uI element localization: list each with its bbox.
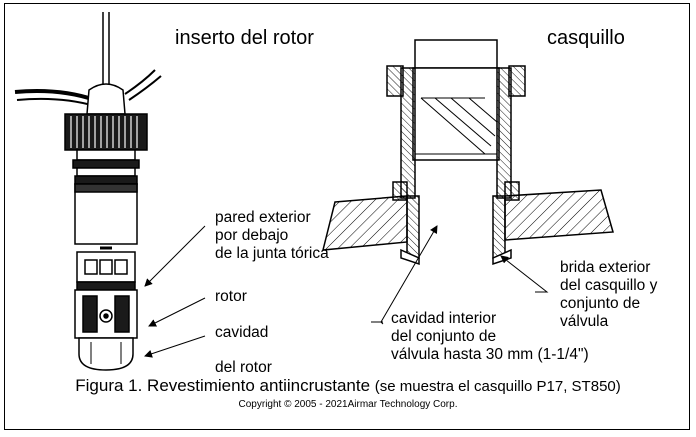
- housing-drawing: [322, 39, 614, 266]
- outer-flange-line-3: conjunto de: [560, 295, 641, 312]
- rotor-cavity-label-2: del rotor: [215, 359, 272, 376]
- copyright-text: Copyright © 2005 - 2021Airmar Technology…: [238, 399, 458, 410]
- rotor-insert-drawing: [14, 12, 162, 371]
- outer-flange-line-2: del casquillo y: [560, 277, 658, 294]
- illustration: [14, 12, 614, 371]
- inner-cavity-label: cavidad interior del conjunto de válvula…: [391, 310, 589, 364]
- outer-wall-label: pared exterior por debajo de la junta tó…: [215, 209, 329, 263]
- outer-flange-line-1: brida exterior: [560, 259, 651, 276]
- rotor-cavity-label-1: cavidad: [215, 324, 269, 341]
- outer-flange-line-4: válvula: [560, 313, 609, 330]
- inner-cavity-line-3: válvula hasta 30 mm (1-1/4"): [391, 346, 589, 363]
- rotor-label: rotor: [215, 288, 247, 305]
- outer-wall-line-1: pared exterior: [215, 209, 311, 226]
- figure-caption: Figura 1. Revestimiento antiincrustante …: [5, 376, 691, 396]
- rotor-insert-title: inserto del rotor: [175, 27, 314, 49]
- inner-cavity-line-1: cavidad interior: [391, 310, 497, 327]
- inner-cavity-line-2: del conjunto de: [391, 328, 497, 345]
- caption-main: Figura 1. Revestimiento antiincrustante: [75, 376, 371, 395]
- caption-note: (se muestra el casquillo P17, ST850): [374, 378, 621, 395]
- housing-title: casquillo: [547, 27, 625, 49]
- figure-frame: inserto del rotor casquillo pared exteri…: [4, 3, 690, 430]
- leader-lines: [144, 225, 549, 358]
- outer-flange-label: brida exterior del casquillo y conjunto …: [560, 259, 657, 331]
- outer-wall-line-3: de la junta tórica: [215, 245, 329, 262]
- outer-wall-line-2: por debajo: [215, 227, 289, 244]
